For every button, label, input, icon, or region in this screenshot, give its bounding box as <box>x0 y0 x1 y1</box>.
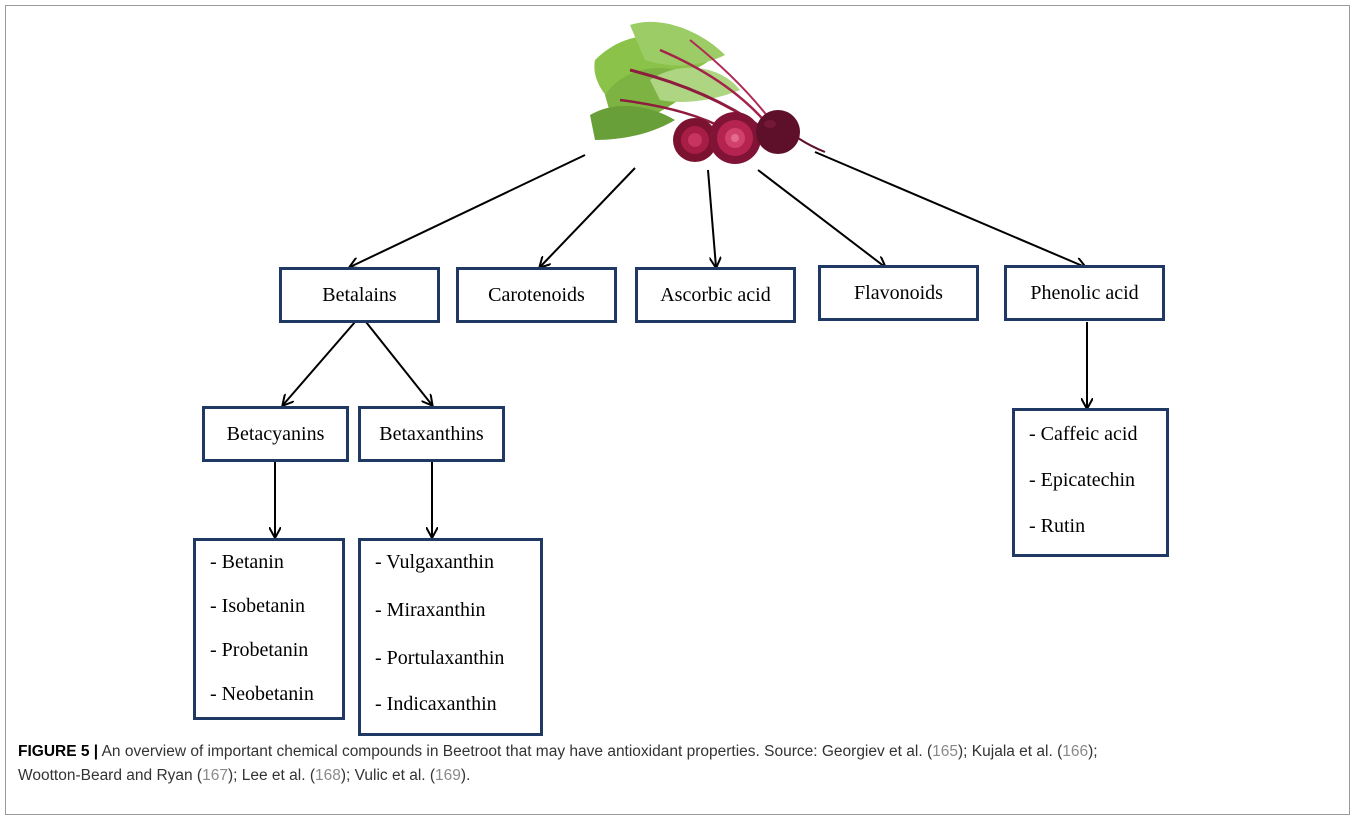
arrow-to-phenolic-acid <box>814 151 1085 267</box>
list-item: - Neobetanin <box>210 683 314 705</box>
list-item: - Isobetanin <box>210 595 305 617</box>
caption-text: ); Kujala et al. ( <box>958 743 1063 760</box>
reference-link[interactable]: 167 <box>202 767 228 784</box>
figure-caption: FIGURE 5 | An overview of important chem… <box>18 740 1338 788</box>
betaxanthins-list: - Vulgaxanthin - Miraxanthin - Portulaxa… <box>358 538 543 736</box>
carotenoids-box: Carotenoids <box>456 267 617 323</box>
betalains-box: Betalains <box>279 267 440 323</box>
reference-link[interactable]: 166 <box>1062 743 1089 760</box>
betacyanins-box: Betacyanins <box>202 406 349 462</box>
list-item: - Rutin <box>1029 515 1086 537</box>
figure-label: FIGURE 5 | <box>18 743 99 760</box>
caption-text: Wootton-Beard and Ryan ( <box>18 767 203 784</box>
caption-text: An overview of important chemical compou… <box>98 743 933 760</box>
arrow-to-betalains <box>350 154 586 267</box>
caption-text: ). <box>460 767 471 784</box>
caption-text: ); Vulic et al. ( <box>340 767 436 784</box>
phenolic-acid-box: Phenolic acid <box>1004 265 1165 321</box>
list-item: - Betanin <box>210 551 284 573</box>
arrow-to-flavonoids <box>757 169 885 267</box>
flavonoids-box: Flavonoids <box>818 265 979 321</box>
list-item: - Indicaxanthin <box>375 693 497 715</box>
reference-link[interactable]: 169 <box>435 767 461 784</box>
reference-link[interactable]: 168 <box>314 767 341 784</box>
list-item: - Epicatechin <box>1029 469 1136 491</box>
ascorbic-acid-box: Ascorbic acid <box>635 267 796 323</box>
caption-text: ); Lee et al. ( <box>227 767 315 784</box>
arrow-to-ascorbic-acid <box>707 169 716 267</box>
list-item: - Miraxanthin <box>375 599 486 621</box>
phenolic-list: - Caffeic acid - Epicatechin - Rutin <box>1012 408 1169 557</box>
list-item: - Probetanin <box>210 639 309 661</box>
list-item: - Portulaxanthin <box>375 647 505 669</box>
betaxanthins-box: Betaxanthins <box>358 406 505 462</box>
reference-link[interactable]: 165 <box>932 743 959 760</box>
list-item: - Caffeic acid <box>1029 423 1138 445</box>
arrow-to-betaxanthins <box>365 321 432 405</box>
arrow-to-carotenoids <box>540 167 636 267</box>
beetroot-image <box>590 21 826 164</box>
betacyanins-list: - Betanin - Isobetanin - Probetanin - Ne… <box>193 538 345 720</box>
arrow-to-betacyanins <box>283 321 356 405</box>
caption-text: ); <box>1088 743 1098 760</box>
list-item: - Vulgaxanthin <box>375 551 494 573</box>
